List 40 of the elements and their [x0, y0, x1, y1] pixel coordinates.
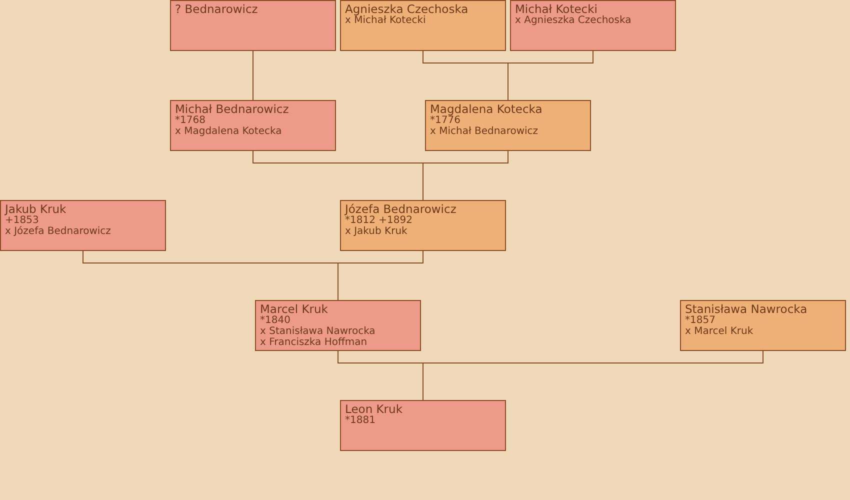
person-name: Jakub Kruk	[5, 203, 68, 215]
person-box	[170, 100, 336, 151]
person-detail: x Michał Kotecki	[345, 15, 427, 26]
person-detail: x Michał Bednarowicz	[430, 126, 540, 137]
person-box	[0, 200, 166, 251]
person-name: Agnieszka Czechoska	[345, 3, 470, 15]
person-name: Michał Kotecki	[515, 3, 598, 15]
person-box	[425, 100, 591, 151]
person-detail: *1881	[345, 415, 376, 426]
person-detail: x Agnieszka Czechoska	[515, 15, 632, 26]
person-box	[170, 0, 336, 51]
person-box	[680, 300, 846, 351]
person-detail: *1768	[175, 115, 206, 126]
person-box	[255, 300, 421, 351]
person-box	[340, 200, 506, 251]
person-box	[340, 400, 506, 451]
person-name: Michał Bednarowicz	[175, 103, 290, 115]
person-name: Józefa Bednarowicz	[345, 203, 458, 215]
person-box	[510, 0, 676, 51]
person-detail: x Magdalena Kotecka	[175, 126, 283, 137]
person-box	[340, 0, 506, 51]
person-detail: *1776	[430, 115, 460, 126]
connector-line	[508, 50, 594, 100]
person-detail: *1812 +1892	[345, 215, 414, 226]
person-detail: *1840	[260, 315, 292, 326]
person-detail: x Marcel Kruk	[685, 326, 754, 337]
person-name: Marcel Kruk	[260, 303, 329, 315]
connector-line	[252, 50, 254, 100]
person-name: Magdalena Kotecka	[430, 103, 544, 115]
person-detail: +1853	[5, 215, 40, 226]
person-detail: *1857	[685, 315, 716, 326]
person-detail: x Franciszka Hoffman	[260, 337, 368, 348]
person-detail: x Jakub Kruk	[345, 226, 408, 237]
person-name: ? Bednarowicz	[175, 3, 259, 15]
person-name: Stanisława Nawrocka	[685, 303, 808, 315]
connector-line	[422, 150, 508, 200]
person-detail: x Stanisława Nawrocka	[260, 326, 376, 337]
person-detail: x Józefa Bednarowicz	[5, 226, 112, 237]
person-name: Leon Kruk	[345, 403, 404, 415]
connector-line	[338, 250, 424, 300]
